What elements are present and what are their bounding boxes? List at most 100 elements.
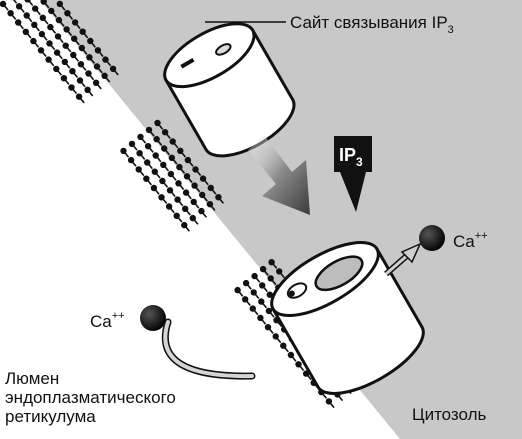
lipid-tail: [162, 198, 168, 204]
lipid-tail: [149, 130, 155, 137]
lipid-tail: [65, 62, 71, 69]
lipid-tail: [147, 163, 153, 170]
movement-arrow: [248, 135, 310, 215]
lipid-tail: [164, 149, 170, 156]
lipid-tail: [67, 30, 73, 37]
binding-site-mark: [180, 57, 195, 69]
lipid-tail: [170, 191, 176, 198]
lipid-tail: [178, 200, 184, 207]
lipid-tail: [96, 83, 102, 90]
lipid-tail: [194, 202, 200, 209]
lumen-label-line2: эндоплазматического: [5, 388, 176, 407]
lipid-tail: [146, 179, 153, 186]
open-channel: [270, 241, 425, 395]
lipid-tail: [139, 170, 145, 177]
lipid-tail: [263, 270, 269, 276]
lipid-tail: [97, 67, 103, 74]
lipid-tail: [148, 147, 154, 153]
lipid-tail: [88, 90, 94, 97]
ip3-tag: IP3: [334, 136, 372, 212]
lipid-tail: [271, 279, 277, 286]
lipid-tail: [42, 35, 48, 41]
lipid-tail: [75, 23, 81, 30]
lipid-tail: [202, 195, 208, 202]
lipid-tail: [283, 346, 289, 353]
lipid-tail: [158, 123, 164, 130]
lipid-tail: [106, 60, 112, 67]
lipid-tail: [59, 21, 65, 27]
lipid-tail: [141, 137, 147, 144]
lipid-tail: [105, 76, 111, 83]
lipid-tail: [90, 41, 96, 48]
lipid-tail: [269, 311, 275, 318]
lipid-tail: [34, 42, 40, 48]
lipid-tail: [157, 140, 163, 146]
lipid-tail: [26, 32, 32, 39]
lipid-tail: [262, 286, 268, 293]
lipid-tail: [73, 55, 79, 62]
lipid-tail: [80, 81, 86, 88]
lipid-tail: [57, 53, 63, 60]
lipid-tail: [188, 161, 194, 167]
lipid-tail: [279, 272, 285, 279]
calcium-right-superscript: ++: [475, 230, 488, 242]
lipid-tail: [179, 184, 185, 191]
lipid-tail: [210, 205, 216, 211]
lipid-tail: [276, 337, 282, 344]
calcium-left-superscript: ++: [112, 310, 125, 322]
lipid-tail: [329, 402, 335, 409]
lipid-tail: [41, 51, 47, 58]
lipid-tail: [306, 374, 312, 381]
lipid-tail: [140, 154, 146, 160]
lipid-tail: [131, 161, 137, 167]
lipid-tail: [186, 193, 192, 200]
lipid-tail: [68, 14, 74, 20]
lipid-tail: [82, 48, 88, 55]
lipid-tail: [18, 23, 24, 30]
lipid-tail: [321, 393, 328, 399]
lumen-label-line3: ретикулума: [5, 407, 96, 426]
lipid-tail: [272, 263, 278, 269]
lipid-tail: [28, 0, 34, 7]
open-channel-pore: [314, 255, 364, 292]
lipid-tail: [180, 168, 186, 174]
lipid-tail: [44, 2, 50, 9]
lipid-tail: [173, 142, 179, 149]
lipid-tail: [60, 4, 66, 11]
svg-text:Ca++: Ca++: [90, 310, 125, 331]
lipid-tail: [203, 179, 209, 186]
lipid-tail: [155, 172, 161, 179]
lipid-tail: [261, 318, 267, 325]
lipid-tail: [3, 4, 9, 11]
lipid-tail: [58, 37, 64, 44]
lipid-tail: [27, 16, 33, 23]
lipid-tail: [163, 165, 170, 172]
open-channel-body: [270, 246, 425, 395]
lipid-tail: [201, 212, 208, 218]
lipid-tail: [299, 365, 305, 372]
lipid-tail: [64, 79, 70, 85]
lipid-tail: [253, 309, 259, 316]
ip3-tag-subscript: 3: [356, 155, 363, 169]
lipid-tail: [35, 9, 41, 16]
lipid-tail: [254, 293, 260, 300]
lipid-tail: [185, 209, 191, 216]
lipid-tail: [291, 356, 297, 362]
lipid-tail: [196, 170, 202, 177]
lipid-tail: [34, 25, 41, 32]
ion-flow-arrow: [161, 318, 256, 380]
ip3-dot: [288, 290, 295, 297]
lipid-tail: [51, 28, 57, 34]
lipid-tail: [56, 69, 62, 76]
cytosol-label: Цитозоль: [412, 405, 487, 424]
binding-site-subscript: 3: [448, 24, 454, 36]
lipid-tail: [169, 207, 175, 214]
lipid-tail: [19, 7, 25, 13]
lipid-tail: [156, 156, 162, 163]
closed-channel-pore: [215, 43, 232, 56]
lipid-tail: [255, 277, 261, 283]
ion-exit-arrow: [384, 242, 422, 277]
lipid-tail: [195, 186, 201, 193]
